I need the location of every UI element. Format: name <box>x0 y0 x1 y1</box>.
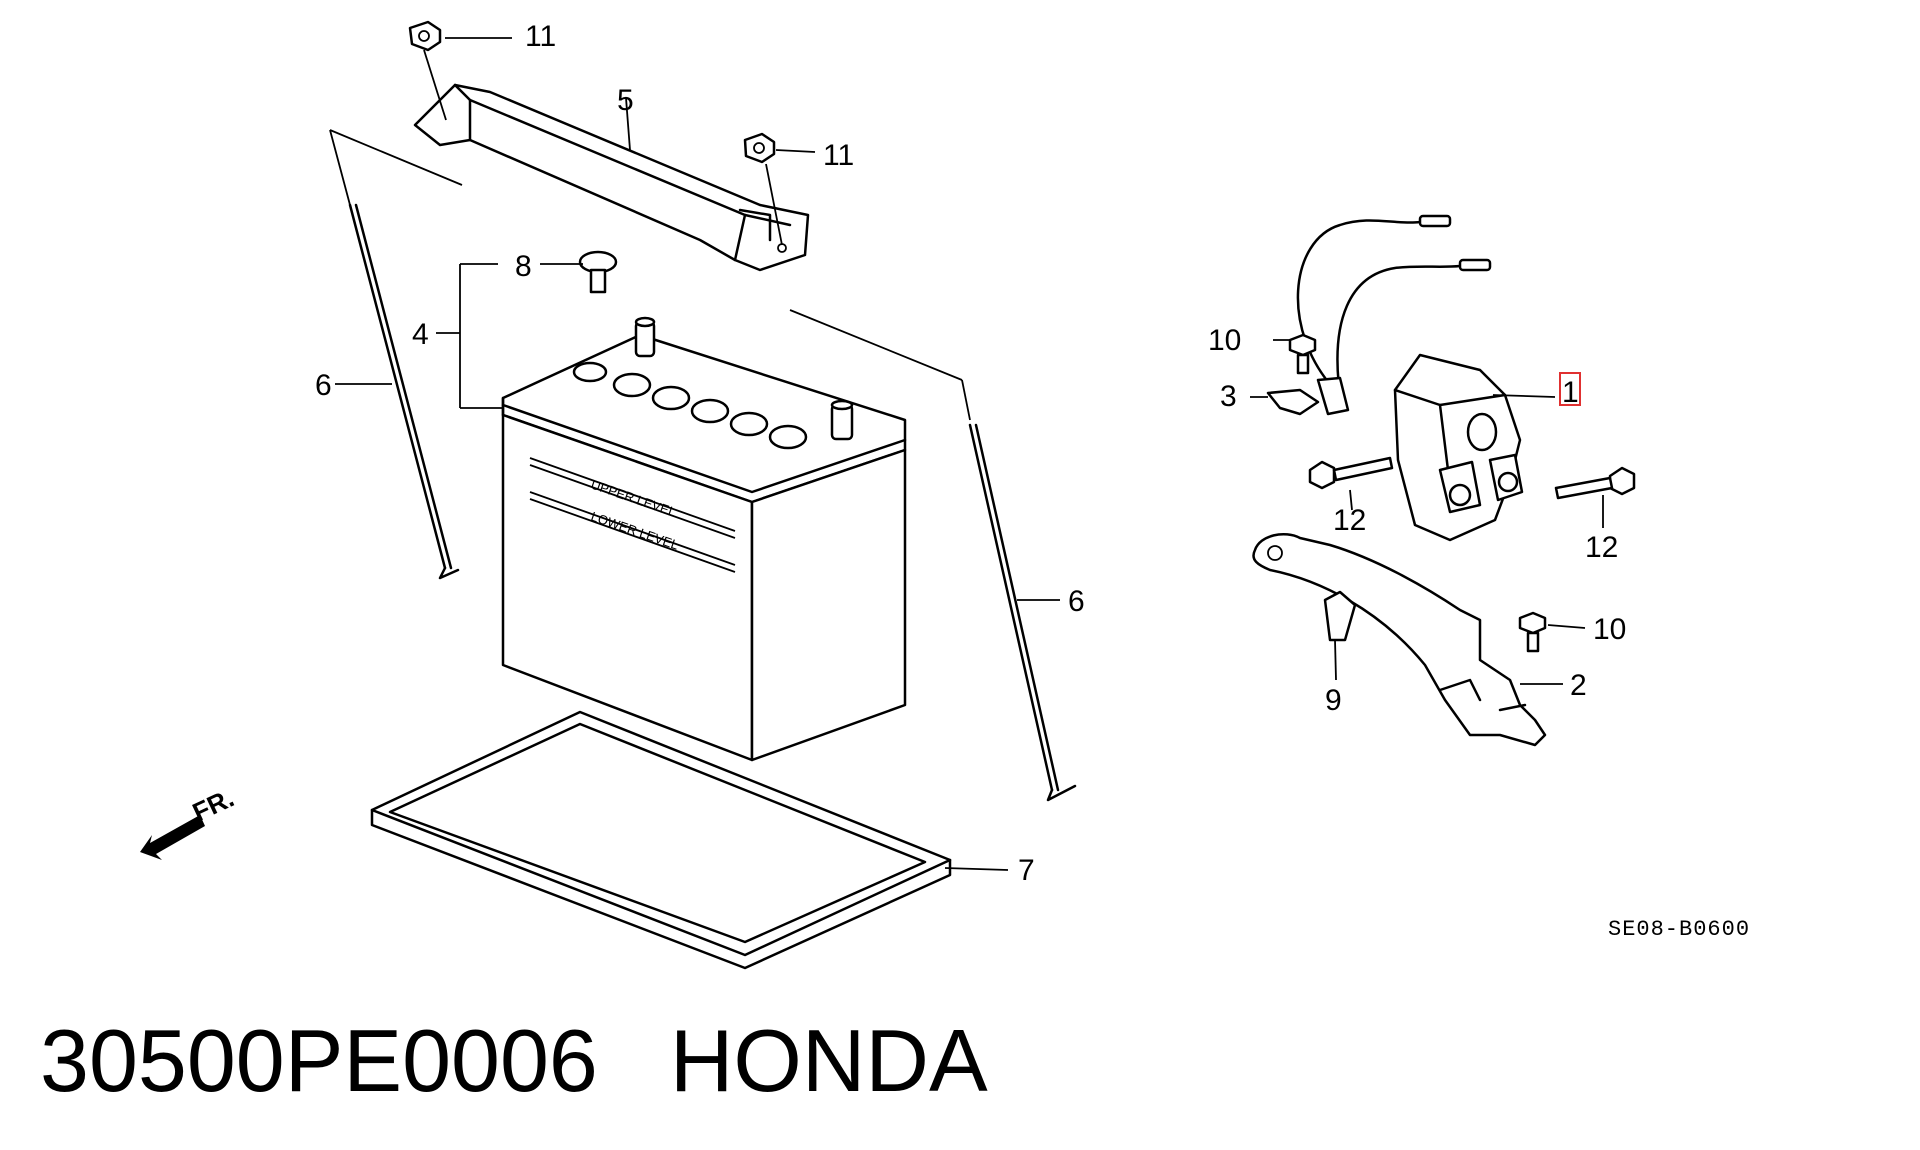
callout-11-top-right: 11 <box>823 139 854 172</box>
hold-down-rod-right <box>789 309 1077 802</box>
flange-bolt-10-lower <box>1518 611 1547 653</box>
battery-vent-cap <box>578 250 618 294</box>
flange-nut-top-right <box>743 132 783 246</box>
callout-6-right: 6 <box>1068 585 1085 618</box>
flange-bolt-12-left <box>1308 456 1394 490</box>
callout-1-highlight <box>1559 372 1581 406</box>
callout-2: 2 <box>1570 669 1587 702</box>
callout-1: 1 <box>1562 376 1579 409</box>
callout-10-upper: 10 <box>1208 324 1241 357</box>
flange-bolt-10-upper <box>1288 333 1317 375</box>
flange-bolt-12-right <box>1554 466 1636 500</box>
callout-12-left: 12 <box>1333 504 1366 537</box>
callout-4: 4 <box>412 318 429 351</box>
callout-12-right: 12 <box>1585 531 1618 564</box>
leader-lines <box>335 37 1604 871</box>
callout-11-top-left: 11 <box>525 20 556 53</box>
hold-down-rod-left <box>329 129 463 580</box>
callout-6-left: 6 <box>315 369 332 402</box>
connector-clip <box>1266 388 1320 416</box>
battery: UPPER LEVEL LOWER LEVEL <box>501 316 907 762</box>
part-number: 30500PE0006 <box>40 1011 598 1110</box>
callout-7: 7 <box>1018 854 1035 887</box>
coil-bracket <box>1252 533 1547 747</box>
callout-10-lower: 10 <box>1593 613 1626 646</box>
callout-5: 5 <box>617 84 634 117</box>
brand-name: HONDA <box>669 1011 988 1110</box>
front-arrow-icon: FR. <box>140 783 239 860</box>
battery-tray <box>370 710 952 970</box>
hold-down-bracket <box>413 83 810 272</box>
drawing-code: SE08-B0600 <box>1608 917 1750 942</box>
callouts: 11 5 11 8 4 6 6 7 1 10 3 12 12 10 2 9 SE… <box>315 20 1750 942</box>
part-caption: 30500PE0006 HONDA <box>40 1010 1060 1112</box>
wire-clip <box>1323 590 1357 642</box>
callout-3: 3 <box>1220 380 1237 413</box>
flange-nut-top-left <box>408 20 447 121</box>
callout-9: 9 <box>1325 684 1342 717</box>
callout-8: 8 <box>515 250 532 283</box>
ignition-coil <box>1296 214 1524 542</box>
